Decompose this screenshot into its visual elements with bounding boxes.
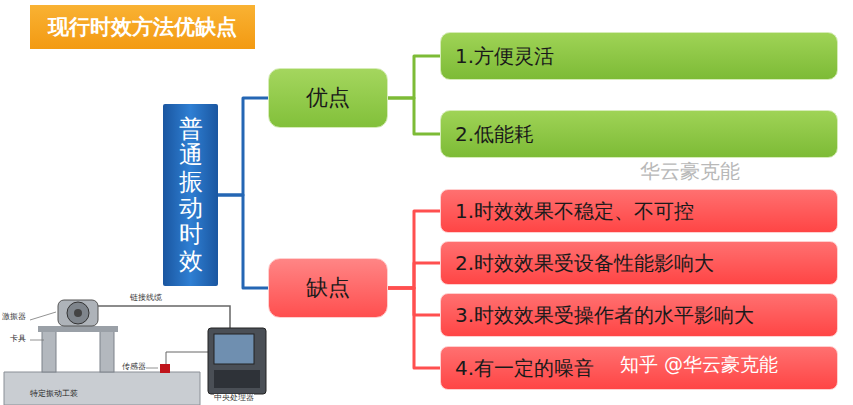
box-text: 2.低能耗 (455, 122, 534, 146)
part-label: 传感器 (122, 363, 146, 371)
box-text: 缺点 (306, 275, 350, 301)
exciter-rotor (67, 302, 89, 324)
part-label: 链接线缆 (130, 294, 162, 302)
box-text: 1.时效效果不稳定、不可控 (455, 199, 694, 223)
con-item-box: 2.时效效果受设备性能影响大 (440, 241, 838, 285)
bracket-connector (388, 211, 440, 288)
title-text: 现行时效方法优缺点 (48, 13, 237, 41)
vertical-label: 普通振动时效 (179, 116, 203, 274)
part-label: 中央处理器 (214, 394, 254, 402)
box-text: 4.有一定的噪音 (455, 356, 594, 380)
bracket-connector (218, 195, 268, 288)
controller-keys (214, 370, 260, 388)
fixture-post (100, 330, 114, 372)
controller-case (208, 328, 266, 394)
bracket-connector (218, 98, 268, 195)
exciter-body (58, 300, 98, 326)
fixture-post (42, 330, 56, 372)
category-box: 普通振动时效 (163, 104, 218, 286)
leader-line (146, 368, 158, 369)
sensor (160, 364, 170, 373)
leader-line (30, 312, 56, 320)
title-banner: 现行时效方法优缺点 (30, 5, 255, 49)
controller-screen (214, 334, 254, 364)
exciter-hub (74, 309, 82, 317)
link-cable (98, 306, 230, 328)
watermark: 知乎 @华云豪克能 (620, 355, 778, 374)
pro-item-box: 1.方便灵活 (440, 32, 838, 80)
watermark: 华云豪克能 (640, 161, 740, 181)
pro-item-box: 2.低能耗 (440, 110, 838, 158)
con-item-box: 1.时效效果不稳定、不可控 (440, 189, 838, 233)
pros-box: 优点 (268, 68, 388, 128)
leader-line (30, 340, 44, 341)
part-label: 特定振动工装 (30, 390, 78, 398)
box-text: 2.时效效果受设备性能影响大 (455, 251, 714, 275)
bracket-connector (388, 288, 440, 368)
box-text: 1.方便灵活 (455, 44, 554, 68)
bracket-connector (388, 56, 440, 98)
bracket-connector (388, 98, 440, 134)
bracket-connector (388, 263, 440, 288)
sensor-cable (166, 352, 212, 368)
box-text: 3.时效效果受操作者的水平影响大 (455, 303, 754, 327)
con-item-box: 3.时效效果受操作者的水平影响大 (440, 293, 838, 337)
cons-box: 缺点 (268, 258, 388, 318)
fixture-base (4, 372, 200, 405)
clamp-plate (38, 326, 118, 332)
illustration-ground (0, 292, 272, 405)
box-text: 优点 (306, 85, 350, 111)
part-label: 卡具 (10, 335, 26, 343)
part-label: 激振器 (2, 313, 26, 321)
